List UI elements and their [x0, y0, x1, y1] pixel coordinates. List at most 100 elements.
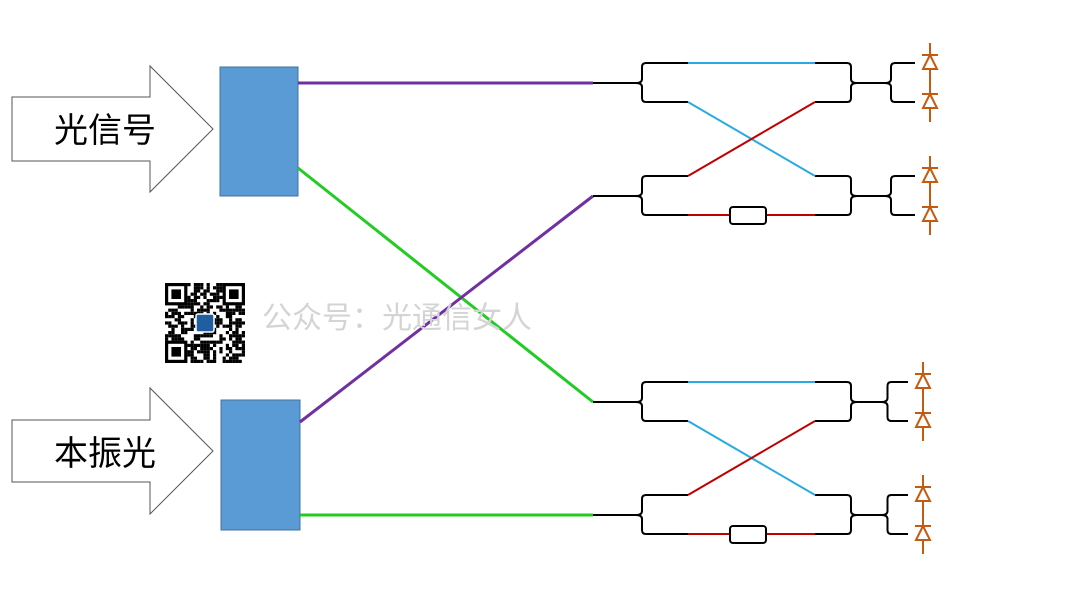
- qr-module: [232, 359, 236, 363]
- qr-module: [206, 305, 210, 309]
- qr-module: [209, 299, 213, 303]
- splitter: [635, 62, 650, 103]
- qr-module: [181, 337, 185, 341]
- qr-module: [232, 321, 236, 325]
- qr-module: [213, 353, 217, 357]
- qr-module: [216, 315, 220, 319]
- qr-module: [184, 331, 188, 335]
- qr-module: [241, 347, 245, 351]
- qr-module: [181, 321, 185, 325]
- qr-module: [168, 308, 172, 312]
- qr-module: [174, 337, 178, 341]
- splitter: [884, 62, 899, 103]
- qr-module: [203, 347, 207, 351]
- qr-module: [225, 308, 229, 312]
- qr-module: [171, 308, 175, 312]
- qr-module: [193, 311, 197, 315]
- qr-module: [232, 340, 236, 344]
- qr-module: [174, 318, 178, 322]
- qr-module: [206, 308, 210, 312]
- qr-module: [165, 321, 169, 325]
- qr-module: [190, 340, 194, 344]
- qr-module: [235, 305, 239, 309]
- qr-module: [168, 321, 172, 325]
- qr-module: [203, 302, 207, 306]
- qr-module: [219, 318, 223, 322]
- qr-module: [238, 305, 242, 309]
- qr-module: [219, 321, 223, 325]
- qr-module: [168, 334, 172, 338]
- qr-module: [213, 359, 217, 363]
- qr-module: [187, 302, 191, 306]
- splitter: [881, 494, 896, 535]
- qr-code: [165, 283, 245, 364]
- qr-module: [238, 334, 242, 338]
- qr-module: [216, 305, 220, 309]
- qr-module: [193, 337, 197, 341]
- splitter: [884, 175, 899, 216]
- qr-module: [193, 292, 197, 296]
- diode-triangle: [914, 410, 932, 428]
- arm-red-cross: [687, 420, 816, 496]
- qr-module: [209, 347, 213, 351]
- qr-module: [200, 359, 204, 363]
- qr-module: [203, 356, 207, 360]
- qr-module: [229, 337, 233, 341]
- qr-finder: [165, 340, 188, 364]
- qr-module: [193, 343, 197, 347]
- qr-module: [222, 356, 226, 360]
- qr-module: [235, 356, 239, 360]
- qr-module: [219, 347, 223, 351]
- qr-module: [184, 327, 188, 331]
- lo-fiber-upper: [299, 194, 594, 424]
- qr-module: [171, 337, 175, 341]
- qr-module: [193, 302, 197, 306]
- qr-module: [238, 321, 242, 325]
- qr-module: [235, 353, 239, 357]
- qr-module: [213, 292, 217, 296]
- qr-module: [187, 343, 191, 347]
- photodiode-icon: [921, 43, 939, 83]
- qr-module: [197, 308, 201, 312]
- qr-module: [177, 318, 181, 322]
- qr-module: [193, 356, 197, 360]
- photodiode-icon: [914, 362, 932, 402]
- qr-module: [241, 340, 245, 344]
- qr-module: [235, 340, 239, 344]
- qr-module: [238, 324, 242, 328]
- qr-module: [190, 308, 194, 312]
- optical-hybrids: [593, 43, 939, 554]
- qr-module: [213, 295, 217, 299]
- splitter: [843, 381, 858, 422]
- qr-module: [168, 315, 172, 319]
- qr-module: [219, 305, 223, 309]
- qr-module: [171, 315, 175, 319]
- qr-module: [209, 340, 213, 344]
- qr-module: [232, 343, 236, 347]
- qr-module: [219, 295, 223, 299]
- qr-module: [200, 347, 204, 351]
- qr-module: [203, 340, 207, 344]
- qr-module: [177, 321, 181, 325]
- qr-module: [241, 311, 245, 315]
- photodiode-icon: [921, 195, 939, 235]
- qr-module: [181, 305, 185, 309]
- qr-module: [213, 299, 217, 303]
- qr-module: [206, 350, 210, 354]
- qr-module: [216, 292, 220, 296]
- qr-module: [181, 331, 185, 335]
- qr-module: [206, 343, 210, 347]
- qr-module: [241, 308, 245, 312]
- qr-module: [203, 308, 207, 312]
- qr-module: [200, 343, 204, 347]
- qr-module: [229, 359, 233, 363]
- signal-splitter-box: [219, 66, 299, 197]
- phase-shifter: [729, 206, 767, 225]
- qr-module: [177, 334, 181, 338]
- qr-module: [193, 289, 197, 293]
- qr-module: [235, 308, 239, 312]
- qr-module: [197, 343, 201, 347]
- qr-module: [190, 327, 194, 331]
- qr-module: [225, 311, 229, 315]
